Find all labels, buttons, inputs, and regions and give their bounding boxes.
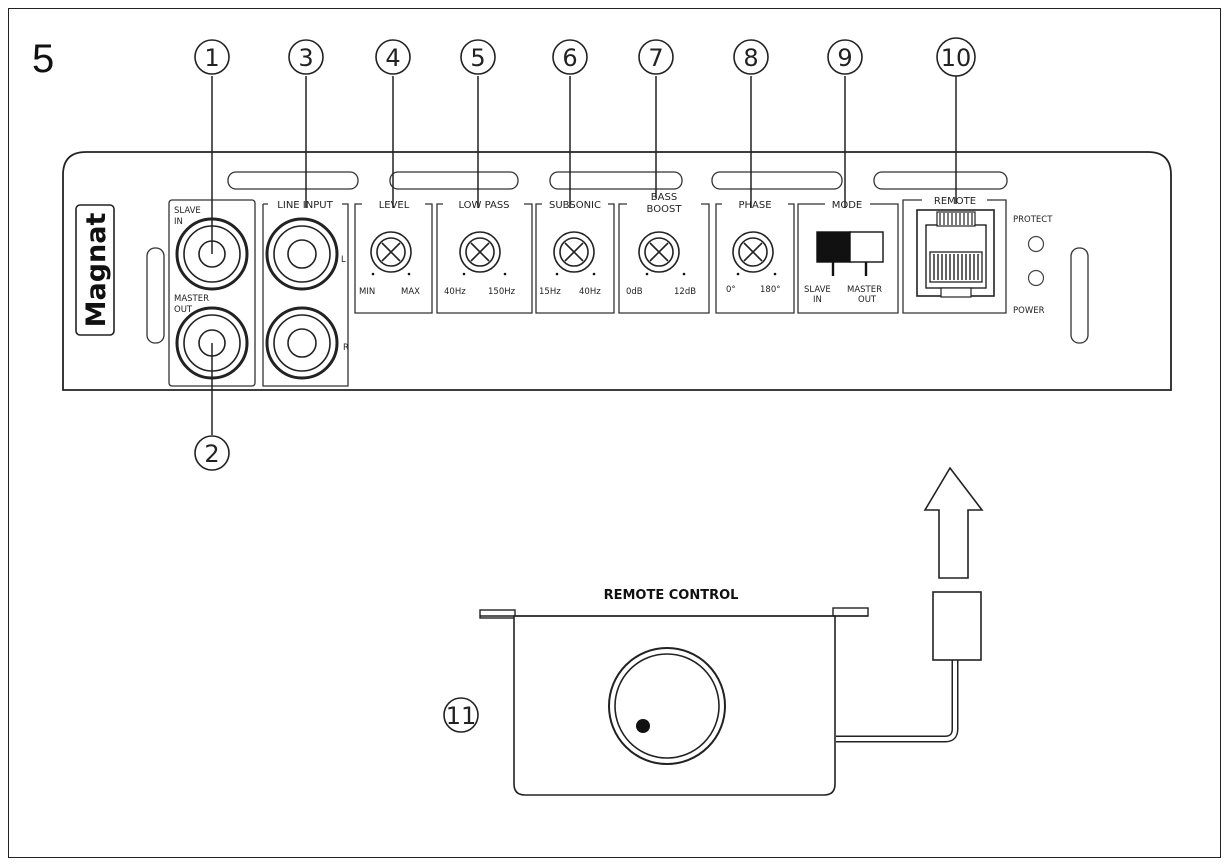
- line-input-left-jack[interactable]: [265, 217, 339, 291]
- svg-text:SUBSONIC: SUBSONIC: [549, 200, 601, 211]
- mode-slave-label-2: IN: [813, 295, 822, 305]
- mode-switch[interactable]: [816, 231, 884, 276]
- rj-plug: [932, 591, 982, 661]
- svg-text:11: 11: [446, 702, 477, 730]
- lowpass-min-label: 40Hz: [444, 287, 466, 297]
- svg-text:7: 7: [648, 44, 663, 72]
- bass-boost-control: BASS BOOST 0dB 12dB: [618, 192, 710, 314]
- callout-2: 2: [194, 435, 230, 471]
- vent-slot: [227, 171, 359, 190]
- svg-text:LOW PASS: LOW PASS: [458, 200, 509, 211]
- brand-logo: Magnat: [75, 204, 115, 336]
- callout-4: 4: [375, 39, 411, 75]
- svg-text:LEVEL: LEVEL: [379, 200, 410, 211]
- mode-master-label: MASTER: [847, 285, 882, 295]
- side-slot: [146, 247, 165, 344]
- side-slot: [1070, 247, 1089, 344]
- callout-6: 6: [552, 39, 588, 75]
- svg-text:10: 10: [941, 44, 972, 72]
- svg-text:BOOST: BOOST: [647, 204, 683, 215]
- callout-7: 7: [638, 39, 674, 75]
- protect-label: PROTECT: [1013, 215, 1053, 225]
- svg-text:PHASE: PHASE: [738, 200, 771, 211]
- level-control: LEVEL MIN MAX: [354, 200, 433, 314]
- figure-number: 5: [32, 37, 54, 81]
- callout-10: 10: [936, 37, 976, 77]
- phase-min-label: 0°: [726, 285, 736, 295]
- svg-text:5: 5: [470, 44, 485, 72]
- channel-l-label: L: [341, 255, 346, 265]
- svg-text:9: 9: [837, 44, 852, 72]
- subsonic-control: SUBSONIC 15Hz 40Hz: [535, 200, 615, 314]
- protect-led: [1027, 235, 1045, 253]
- vent-slot: [873, 171, 1008, 190]
- callout-1: 1: [194, 39, 230, 75]
- svg-text:3: 3: [298, 44, 313, 72]
- figure-frame: [8, 8, 1221, 858]
- phase-max-label: 180°: [760, 285, 780, 295]
- subsonic-max-label: 40Hz: [579, 287, 601, 297]
- low-pass-control: LOW PASS 40Hz 150Hz: [436, 200, 533, 314]
- mode-switch-group: MODE SLAVE IN MASTER OUT: [797, 200, 899, 314]
- rj-remote-port[interactable]: [916, 209, 995, 298]
- vent-slot: [549, 171, 683, 190]
- svg-text:Magnat: Magnat: [81, 213, 112, 328]
- remote-port-group: REMOTE: [902, 196, 1007, 314]
- master-out-label-2: OUT: [174, 305, 193, 315]
- subsonic-min-label: 15Hz: [539, 287, 561, 297]
- vent-slot: [711, 171, 843, 190]
- svg-text:BASS: BASS: [651, 192, 677, 203]
- remote-cable: [836, 660, 959, 743]
- slave-in-label: SLAVE: [174, 206, 201, 216]
- bassboost-max-label: 12dB: [674, 287, 696, 297]
- amplifier-panel: [62, 151, 1172, 391]
- arrow-up-icon: [923, 466, 984, 579]
- slave-in-label-2: IN: [174, 217, 183, 227]
- svg-text:2: 2: [204, 440, 219, 468]
- callout-8: 8: [733, 39, 769, 75]
- channel-r-label: R: [343, 343, 349, 353]
- phase-control: PHASE 0° 180°: [715, 200, 795, 314]
- line-input-group: [262, 203, 349, 387]
- remote-volume-knob[interactable]: [608, 647, 726, 765]
- callout-11: 11: [443, 697, 479, 733]
- mode-master-label-2: OUT: [858, 295, 877, 305]
- svg-text:4: 4: [385, 44, 400, 72]
- callout-3: 3: [288, 39, 324, 75]
- level-min-label: MIN: [359, 287, 375, 297]
- svg-text:6: 6: [562, 44, 577, 72]
- vent-slot: [389, 171, 519, 190]
- svg-text:REMOTE: REMOTE: [934, 196, 976, 207]
- callout-5: 5: [460, 39, 496, 75]
- power-label: POWER: [1013, 306, 1045, 316]
- callout-9: 9: [827, 39, 863, 75]
- leader-lines: [211, 76, 957, 435]
- mode-slave-label: SLAVE: [804, 285, 831, 295]
- lowpass-max-label: 150Hz: [488, 287, 516, 297]
- remote-cable-inner: [836, 660, 957, 741]
- svg-text:1: 1: [204, 44, 219, 72]
- remote-control-label: REMOTE CONTROL: [604, 588, 739, 603]
- master-out-label: MASTER: [174, 294, 209, 304]
- level-max-label: MAX: [401, 287, 420, 297]
- svg-text:8: 8: [743, 44, 758, 72]
- svg-text:MODE: MODE: [832, 200, 863, 211]
- line-input-right-jack[interactable]: [265, 306, 339, 380]
- power-led: [1027, 269, 1045, 287]
- bassboost-min-label: 0dB: [626, 287, 643, 297]
